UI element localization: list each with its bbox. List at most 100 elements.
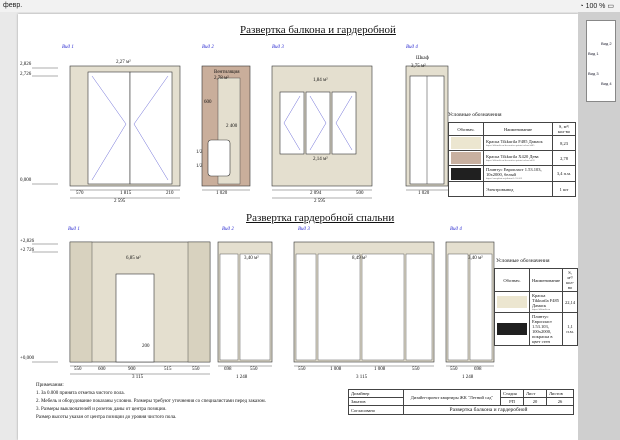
legend-bottom-row: Плинтус Европласт 1.53.103, 100х2000, по… (494, 312, 579, 346)
dim-half-b: 1/2 (196, 164, 203, 169)
shkaf-label: Шкаф (416, 56, 429, 61)
battery-indicator: ◔ 100 % ▭ (579, 3, 614, 10)
bdim-3-550a: 550 (298, 367, 306, 372)
plan-view-2: Вид 2 (601, 41, 612, 46)
stamp-title: Развертка балкона и гардеробной (403, 405, 574, 415)
view-label-4: Вид 4 (406, 45, 418, 50)
bview1-pilaster-right (187, 241, 211, 363)
area-2: 2,78 м² (214, 76, 229, 81)
stamp-agreed: Согласовано (348, 405, 404, 415)
legend-top-header: Обознач. Наименование S, м²/ кол-во (448, 122, 576, 136)
color-swatch-icon (451, 183, 481, 195)
view-label-2: Вид 2 (202, 45, 214, 50)
bview-label-3: Вид 3 (298, 227, 310, 232)
color-swatch-icon (451, 167, 481, 180)
stamp-sheet-header: Лист (523, 389, 547, 398)
stamp-designer: Дизайнер (348, 389, 404, 398)
legend-value: 3,4 п.м. (552, 165, 576, 182)
barea-4: 3,40 м² (468, 256, 483, 261)
stamp-project: Дизайн-проект квартиры ЖК "Летний сад" (403, 389, 501, 406)
area-1: 2,27 м² (116, 60, 131, 65)
notes-line-4: Размер высоты указан от центра позиции д… (36, 415, 177, 420)
legend-swatch (494, 312, 530, 346)
top-elevations (32, 65, 495, 375)
bdim-4-550: 550 (450, 367, 458, 372)
legend-swatch (448, 135, 484, 151)
bdim-1-550b: 550 (192, 367, 200, 372)
bdim-3-1008a: 1 008 (330, 367, 342, 372)
barea-1: 6,85 м² (126, 256, 141, 261)
legend-bottom-table: Обознач. Наименование S, м²/ кол-во Крас… (494, 268, 579, 346)
bview-label-1: Вид 1 (68, 227, 80, 232)
dim-2595: 2 595 (114, 199, 126, 204)
dim-210: 210 (166, 191, 174, 196)
legend-top-table: Обознач. Наименование S, м²/ кол-во Крас… (448, 122, 576, 197)
legend-value: 2,78 (552, 150, 576, 166)
dim-1815: 1 815 (120, 191, 132, 196)
bdim-1-515: 515 (164, 367, 172, 372)
level-zero: 0,000 (20, 178, 32, 183)
stamp-checked: Закатов (348, 397, 404, 406)
level-mid: 2,726 (20, 72, 32, 77)
side-panel: Вид 1 Вид 2 Вид 3 Вид 4 (578, 12, 620, 440)
dim-v3-2595: 2 595 (314, 199, 326, 204)
blevel-zero: +0,000 (20, 356, 35, 361)
legend-name: Плинтус Европласт 1.53.103, 10х2000, бел… (483, 165, 553, 182)
key-plan[interactable]: Вид 1 Вид 2 Вид 3 Вид 4 (586, 20, 616, 102)
stamp-stage: РП (500, 397, 524, 406)
bview1-door (115, 273, 155, 363)
legend-link[interactable]: https://tikkurila.ru (532, 308, 551, 311)
bdim-3-550b: 550 (412, 367, 420, 372)
legend-link[interactable]: https://tikkurila.ru/decorative-paints/c… (486, 144, 535, 147)
dim-v4-1020: 1 020 (418, 191, 430, 196)
bdim-200: 200 (142, 344, 150, 349)
legend-link[interactable]: https://europlast.ru/plintus/1-53-103 (486, 177, 523, 180)
dim-500: 500 (356, 191, 364, 196)
legend-top-row: Плинтус Европласт 1.53.103, 10х2000, бел… (448, 165, 576, 182)
battery-icon: ▭ (607, 3, 614, 10)
notes-title: Примечания: (36, 383, 64, 388)
area-3b: 2,14 м² (313, 157, 328, 162)
stamp-sheets: 26 (546, 397, 574, 406)
view1-door-left (87, 71, 131, 185)
view1-door-right (129, 71, 173, 185)
drawing-sheet[interactable]: Развертка балкона и гардеробной Развертк… (18, 14, 579, 440)
dim-600: 600 (204, 100, 212, 105)
dim-v2-1020: 1 020 (216, 191, 228, 196)
legend-swatch (494, 291, 530, 313)
legend-value: 1,1 п.м. (562, 312, 579, 346)
legend-value: 22,14 (562, 291, 579, 313)
dim-half-a: 1/2 (196, 150, 203, 155)
notes-line-1: 1. За 0.000 принята отметка чистого пола… (36, 391, 125, 396)
legend-name: Плинтус Европласт 1.53.103, 100х2000, по… (528, 312, 564, 346)
bview1-pilaster-left (69, 241, 93, 363)
legend-value: 8,23 (552, 135, 576, 151)
level-top: 2,826 (20, 62, 32, 67)
area-3a: 1,84 м² (313, 78, 328, 83)
bview-label-4: Вид 4 (450, 227, 462, 232)
legend-link[interactable]: https://tikkurila.ru/decorative-paints/c… (486, 159, 535, 162)
notes-line-2: 2. Мебель и оборудование показаны условн… (36, 399, 266, 404)
dim-570: 570 (76, 191, 84, 196)
legend-swatch (448, 165, 484, 182)
stamp-stage-header: Стадия (500, 389, 524, 398)
legend-swatch (448, 181, 484, 197)
color-swatch-icon (497, 296, 527, 308)
legend-name: Электровывод (483, 181, 553, 197)
bdim-1-total: 3 115 (132, 375, 144, 380)
color-swatch-icon (497, 323, 527, 335)
legend-swatch (448, 150, 484, 166)
bdim-3-1008b: 1 008 (374, 367, 386, 372)
dim-2094: 2 094 (310, 191, 322, 196)
title-balcony: Развертка балкона и гардеробной (240, 24, 396, 36)
dim-2400: 2 400 (226, 124, 238, 129)
color-swatch-icon (451, 152, 481, 164)
plan-view-1: Вид 1 (588, 51, 599, 56)
blevel-top: +2,826 (20, 239, 35, 244)
stamp-sheets-header: Листов (546, 389, 574, 398)
